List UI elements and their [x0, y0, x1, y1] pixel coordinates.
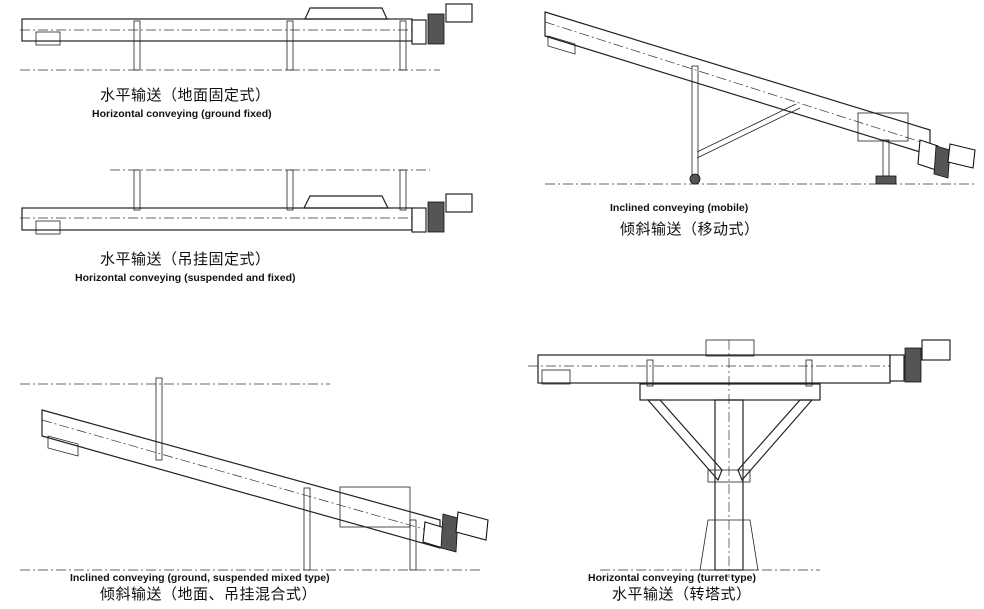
support-leg [286, 20, 294, 71]
reducer [933, 145, 951, 179]
caption-cn-inclined-mixed: 倾斜输送（地面、吊挂混合式） [100, 585, 318, 603]
caption-cn-turret: 水平输送（转塔式） [612, 585, 752, 603]
caption-en-horizontal-ground-fixed: Horizontal conveying (ground fixed) [92, 108, 272, 120]
gearbox [411, 19, 427, 45]
panel-horizontal-ground-fixed [20, 3, 473, 71]
support-leg [882, 139, 890, 177]
center-line [544, 21, 941, 149]
support-leg [409, 519, 417, 571]
motor [921, 339, 951, 361]
caption-en-inclined-mobile: Inclined conveying (mobile) [610, 202, 749, 214]
hanger [133, 169, 141, 211]
discharge-outlet [35, 220, 61, 235]
turret-crossbeam [639, 383, 821, 401]
base-plate [875, 175, 897, 185]
caption-en-horizontal-suspended: Horizontal conveying (suspended and fixe… [75, 272, 296, 284]
feed-hopper [303, 195, 389, 209]
hanger [155, 377, 163, 461]
feed-box [339, 486, 411, 528]
reducer [904, 347, 922, 383]
support-leg [646, 359, 654, 387]
feed-box [857, 112, 909, 142]
feed-box [705, 339, 755, 357]
support-leg [399, 20, 407, 71]
conveyor-trough [537, 354, 891, 384]
panel-inclined-mixed [20, 377, 489, 571]
center-line [41, 419, 456, 539]
motor [445, 193, 473, 213]
discharge-outlet [547, 35, 576, 55]
caption-cn-horizontal-ground-fixed: 水平输送（地面固定式） [100, 86, 271, 104]
discharge-outlet [541, 369, 571, 385]
support-leg [303, 487, 311, 571]
caption-cn-horizontal-suspended: 水平输送（吊挂固定式） [100, 250, 271, 268]
hanger [399, 169, 407, 211]
discharge-outlet [47, 435, 79, 457]
wheel [689, 173, 701, 185]
panel-turret [528, 339, 951, 578]
feed-hopper [304, 7, 388, 20]
motor [445, 3, 473, 23]
caption-en-inclined-mixed: Inclined conveying (ground, suspended mi… [70, 572, 330, 584]
discharge-outlet [35, 31, 61, 46]
panel-horizontal-suspended [20, 169, 473, 235]
motor [455, 511, 489, 541]
panel-inclined-mobile [544, 11, 976, 185]
diagonal-brace [696, 107, 801, 159]
column-base [699, 519, 759, 571]
right-strut [737, 399, 814, 482]
caption-en-turret: Horizontal conveying (turret type) [588, 572, 757, 584]
motor [947, 143, 976, 169]
support-leg [133, 20, 141, 71]
left-strut [646, 399, 723, 482]
diagonal-brace [696, 103, 797, 153]
gearbox [889, 354, 905, 382]
reducer [427, 13, 445, 45]
support-leg [805, 359, 813, 387]
column-collar [707, 469, 751, 483]
reducer [427, 201, 445, 233]
caption-cn-inclined-mobile: 倾斜输送（移动式） [620, 220, 760, 238]
reducer [440, 513, 459, 553]
hanger [286, 169, 294, 211]
conveyor-trough [21, 207, 413, 231]
gearbox [411, 207, 427, 233]
conveyor-trough [41, 409, 441, 549]
